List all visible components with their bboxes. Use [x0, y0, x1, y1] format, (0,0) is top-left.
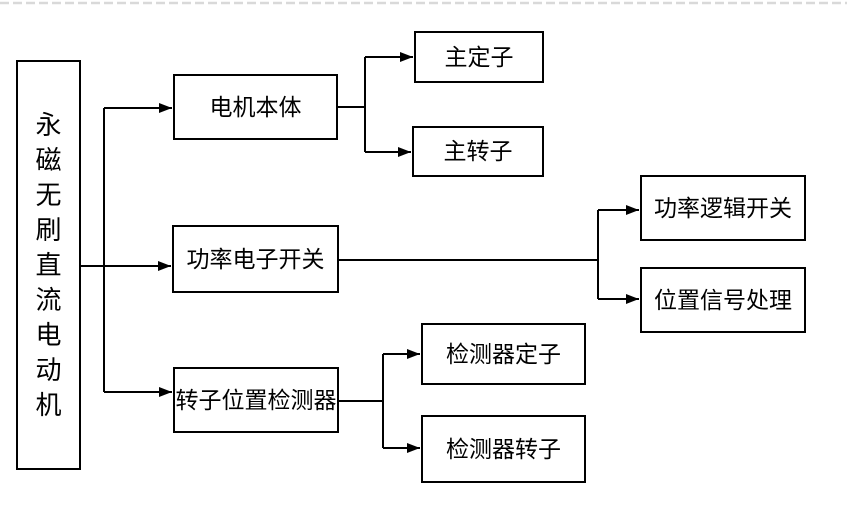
node-main-rotor-label: 主转子	[443, 139, 513, 164]
node-motor-body-label: 电机本体	[209, 94, 302, 120]
node-root: 永磁无刷直流电动机	[16, 60, 81, 470]
edge-rotor-detector-trunk	[339, 354, 384, 448]
node-root-label: 永磁无刷直流电动机	[35, 110, 62, 420]
node-main-stator-label: 主定子	[444, 44, 514, 70]
node-detector-stator: 检测器定子	[421, 323, 586, 385]
node-motor-body: 电机本体	[173, 74, 338, 140]
node-rotor-detector: 转子位置检测器	[173, 367, 339, 433]
node-power-switch: 功率电子开关	[172, 225, 339, 293]
node-position-signal: 位置信号处理	[640, 267, 806, 333]
node-detector-stator-label: 检测器定子	[446, 341, 561, 367]
node-power-logic-label: 功率逻辑开关	[654, 195, 792, 221]
node-main-rotor: 主转子	[412, 126, 544, 177]
node-detector-rotor: 检测器转子	[421, 415, 586, 483]
node-detector-rotor-label: 检测器转子	[446, 436, 561, 462]
edge-power-switch-trunk	[339, 210, 599, 299]
node-rotor-detector-label: 转子位置检测器	[175, 387, 337, 413]
node-position-signal-label: 位置信号处理	[654, 287, 792, 313]
node-power-logic: 功率逻辑开关	[640, 175, 806, 241]
edge-motor-body-trunk	[338, 57, 366, 152]
node-power-switch-label: 功率电子开关	[186, 246, 325, 272]
node-main-stator: 主定子	[414, 31, 544, 83]
edge-root-trunk	[81, 108, 105, 392]
